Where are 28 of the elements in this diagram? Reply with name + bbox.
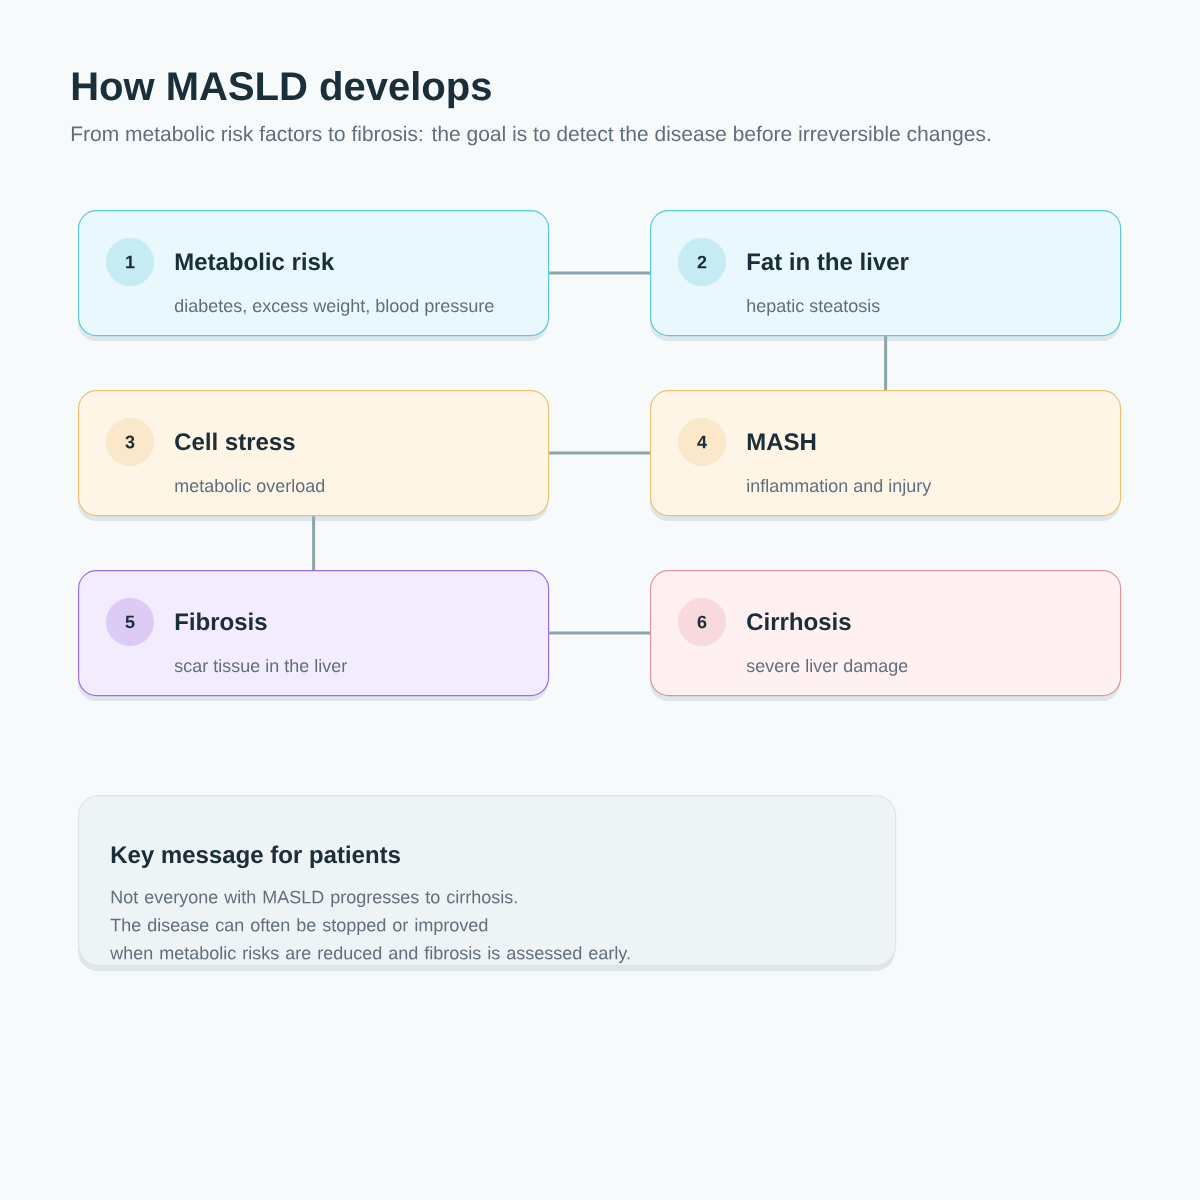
connector-line — [312, 516, 316, 570]
connector-line — [549, 271, 650, 275]
stage-description: inflammation and injury — [747, 478, 932, 496]
stage-card — [78, 390, 550, 521]
stage-description: diabetes, excess weight, blood pressure — [174, 298, 494, 316]
stage-description: severe liver damage — [746, 658, 908, 676]
diagram-title: How MASLD develops — [72, 71, 491, 109]
connector-line — [549, 451, 650, 455]
stage-card — [78, 570, 550, 701]
connector-line — [549, 631, 650, 635]
stage-title: Metabolic risk — [175, 252, 335, 271]
message-panel — [78, 795, 897, 971]
stage-title: Cirrhosis — [747, 612, 851, 631]
stage-title: Fat in the liver — [747, 252, 909, 271]
stage-card — [650, 570, 1122, 701]
panel-text: Not everyone with MASLD progresses to cirrhosis. The disease can often be stopped or improved when metabolic risks are reduced and fibrosis is assessed early. — [110, 890, 630, 963]
panel-heading: Key message for patients — [111, 845, 400, 869]
stage-title: Cell stress — [175, 432, 295, 451]
stage-title: MASH — [747, 433, 816, 451]
stage-description: scar tissue in the liver — [174, 658, 347, 673]
stage-card — [650, 390, 1122, 521]
stage-title: Fibrosis — [175, 612, 267, 631]
stage-card — [78, 210, 550, 341]
connector-line — [884, 336, 888, 390]
subtitle: From metabolic risk factors to fibrosis: the goal is to detect the disease before irreversible changes. — [71, 125, 990, 146]
stage-description: metabolic overload — [175, 478, 325, 493]
stage-card — [650, 210, 1122, 341]
stage-description: hepatic steatosis — [747, 298, 880, 316]
